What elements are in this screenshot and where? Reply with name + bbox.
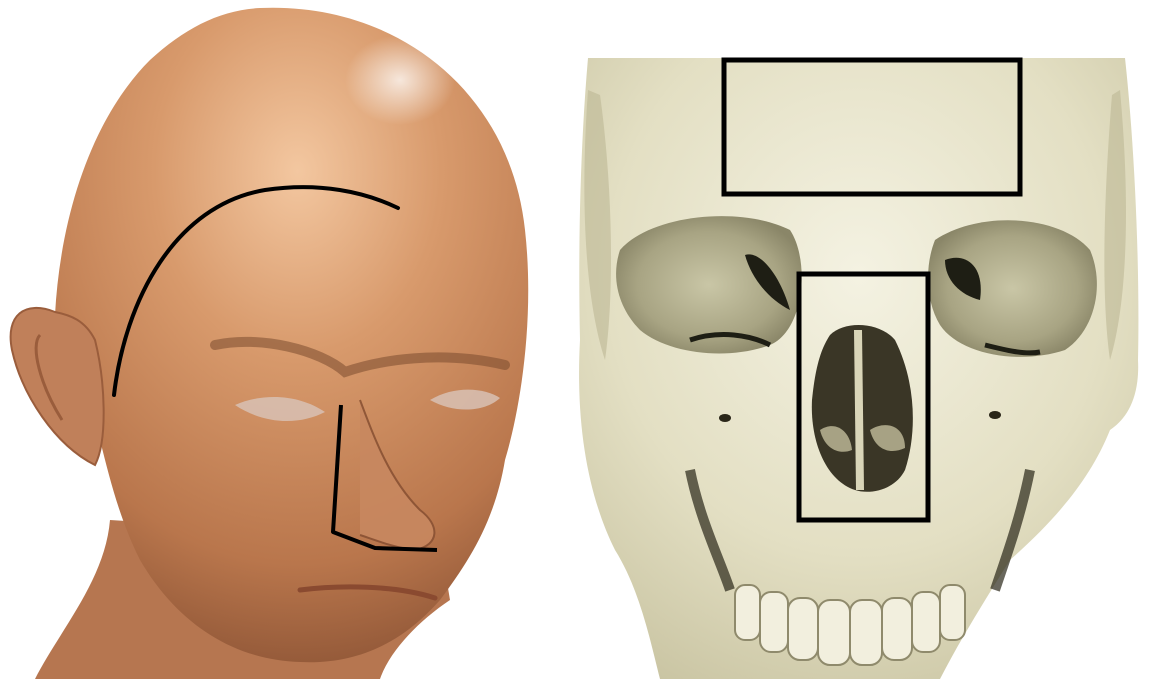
right-foramen [989,411,1001,419]
head-panel [11,8,529,679]
ear [11,308,104,465]
right-orbit [928,220,1097,357]
left-foramen [719,414,731,422]
skull-panel [579,58,1138,679]
scalp-highlight [345,35,455,125]
nasal-septum [858,330,860,490]
